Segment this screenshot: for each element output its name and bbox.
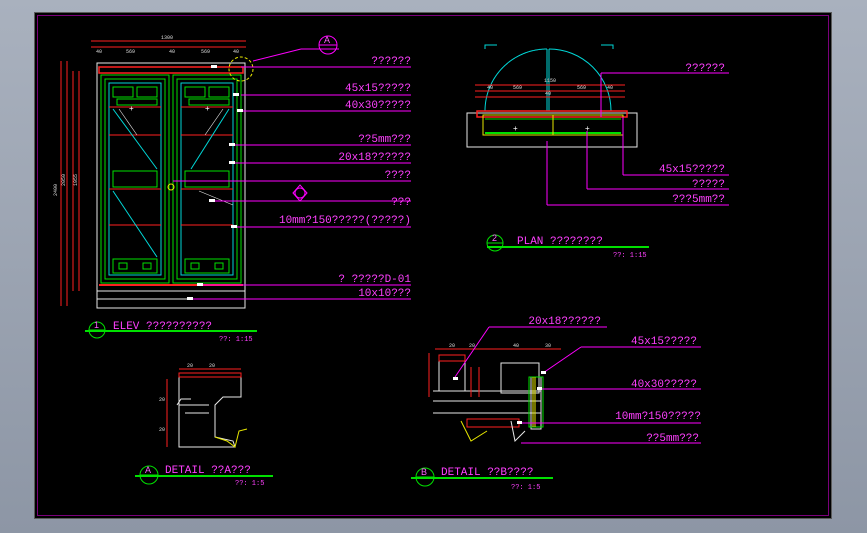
detail-b-dim-1: 20: [449, 343, 455, 349]
detail-b-view: 20 20 40 30 20x18?????? 45x15????? 40x30…: [411, 316, 701, 492]
dim-width-e: 40: [233, 49, 239, 55]
elev-label-7: ???: [391, 197, 411, 209]
detail-a-title-letter: A: [145, 465, 151, 475]
elevation-title-number: 1: [94, 320, 99, 330]
elev-label-9: ? ?????D-01: [338, 274, 411, 286]
plan-center-mark-icon: +: [585, 124, 590, 133]
detail-b-label-5: ??5mm???: [646, 433, 699, 445]
plan-label-2: 45x15?????: [659, 164, 725, 176]
plan-label-4: ???5mm??: [672, 194, 725, 206]
detail-a-view: 20 20 20 20 A DETAIL ??A??? ??: 1:5: [135, 363, 273, 488]
dim-height-c: 1955: [73, 174, 79, 186]
center-mark-icon: +: [129, 104, 134, 113]
detail-b-dim-2: 20: [469, 343, 475, 349]
detail-a-title-block: A DETAIL ??A??? ??: 1:5: [135, 465, 273, 488]
detail-a-bubble-label: A: [324, 35, 330, 45]
plan-label-3: ?????: [692, 179, 725, 191]
detail-b-label-1: 20x18??????: [528, 316, 601, 328]
detail-b-title-block: B DETAIL ??B???? ??: 1:5: [411, 467, 553, 492]
elev-label-1: ??????: [371, 56, 411, 68]
detail-b-label-2: 45x15?????: [631, 336, 697, 348]
plan-dim-b: 569: [513, 85, 522, 91]
plan-dim-total: 1150: [544, 78, 556, 84]
plan-dim-d: 569: [577, 85, 586, 91]
dim-width-total: 1300: [161, 35, 173, 41]
plan-dim-e: 40: [607, 85, 613, 91]
plan-dim-c: 40: [545, 91, 551, 97]
dim-width-b: 569: [126, 49, 135, 55]
detail-a-dim-4: 20: [159, 427, 165, 433]
detail-a-callout-icon: [228, 56, 254, 82]
dim-height-b: 2050: [61, 174, 67, 186]
elev-label-10: 10x10???: [358, 288, 411, 300]
elevation-view: 1300 40 569 40 569 40 2400 2050 1955: [53, 35, 411, 344]
plan-title: PLAN ????????: [517, 236, 603, 248]
plan-dim-a: 40: [487, 85, 493, 91]
plan-center-mark-icon: +: [513, 124, 518, 133]
section-b-marker-icon: [292, 184, 308, 202]
elev-label-3: 40x30?????: [345, 100, 411, 112]
plan-title-number: 2: [492, 233, 497, 243]
elevation-title: ELEV ??????????: [113, 321, 212, 333]
detail-a-dim-3: 20: [159, 397, 165, 403]
center-mark-icon: +: [205, 104, 210, 113]
detail-b-scale: ??: 1:5: [511, 484, 540, 492]
elevation-title-block: 1 ELEV ?????????? ??: 1:15: [85, 320, 257, 344]
detail-b-title-letter: B: [421, 467, 427, 477]
detail-b-dim-3: 40: [513, 343, 519, 349]
plan-view: 1150 40 569 40 569 40 + +: [466, 44, 729, 260]
cad-drawing-canvas[interactable]: 1300 40 569 40 569 40 2400 2050 1955: [34, 12, 832, 519]
detail-b-dim-4: 30: [545, 343, 551, 349]
plan-label-1: ??????: [685, 63, 725, 75]
detail-a-scale: ??: 1:5: [235, 480, 264, 488]
elev-label-4: ??5mm???: [358, 134, 411, 146]
detail-b-label-4: 10mm?150?????: [615, 411, 701, 423]
dim-width-a: 40: [96, 49, 102, 55]
plan-title-block: 2 PLAN ???????? ??: 1:15: [486, 233, 649, 260]
cad-drawing: 1300 40 569 40 569 40 2400 2050 1955: [53, 35, 729, 492]
elev-label-2: 45x15?????: [345, 83, 411, 95]
detail-b-label-3: 40x30?????: [631, 379, 697, 391]
elev-label-5: 20x18??????: [338, 152, 411, 164]
plan-scale: ??: 1:15: [613, 252, 647, 260]
elev-label-8: 10mm?150?????(?????): [279, 215, 411, 227]
elevation-scale: ??: 1:15: [219, 336, 253, 344]
dim-width-c: 40: [169, 49, 175, 55]
detail-a-dim-2: 20: [209, 363, 215, 369]
elev-label-6: ????: [385, 170, 411, 182]
detail-b-title: DETAIL ??B????: [441, 467, 533, 479]
dim-width-d: 569: [201, 49, 210, 55]
drawing-border: [37, 15, 829, 516]
detail-a-title: DETAIL ??A???: [165, 465, 251, 477]
dim-height-total: 2400: [53, 184, 59, 196]
detail-a-dim-1: 20: [187, 363, 193, 369]
